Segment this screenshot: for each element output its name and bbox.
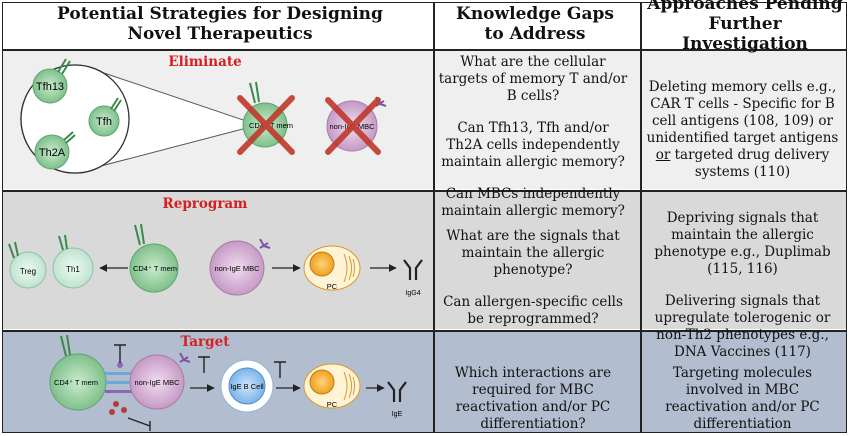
row-divider-header xyxy=(3,49,846,51)
svg-text:CD4⁺ T mem: CD4⁺ T mem xyxy=(54,378,98,387)
gaps-reprogram: What are the signals that maintain the a… xyxy=(438,228,628,328)
interaction-synapse xyxy=(105,362,135,415)
gap-text: Can allergen-specific cells be reprogram… xyxy=(443,294,623,327)
gap-text: Which interactions are required for MBC … xyxy=(454,365,612,432)
nonige-mbc-cell: non-IgE MBC xyxy=(209,238,271,296)
gaps-target: Which interactions are required for MBC … xyxy=(438,365,628,433)
inhibit-markers xyxy=(114,344,286,431)
nonige-mbc-crossed: non-IgE MBC xyxy=(325,96,387,155)
tfh-cell: Tfh xyxy=(88,97,122,137)
th2a-cell: Th2A xyxy=(34,131,76,170)
header-strategies: Potential Strategies for Designing Novel… xyxy=(57,4,383,44)
gap-text: What are the cellular targets of memory … xyxy=(438,54,628,104)
svg-text:Th2A: Th2A xyxy=(39,147,66,159)
approach-text: Targeting molecules involved in MBC reac… xyxy=(665,365,820,432)
svg-text:Tfh: Tfh xyxy=(96,116,112,128)
th1-cell: Th1 xyxy=(52,234,94,289)
approaches-target: Targeting molecules involved in MBC reac… xyxy=(645,365,840,433)
gaps-eliminate: What are the cellular targets of memory … xyxy=(438,54,628,220)
gap-text: Can Tfh13, Tfh and/or Th2A cells indepen… xyxy=(441,120,625,170)
svg-text:CD4⁺ T mem: CD4⁺ T mem xyxy=(133,264,177,273)
approach-text: Delivering signals that upregulate toler… xyxy=(654,293,831,360)
plasma-cell: PC xyxy=(303,363,361,409)
igg4-antibody: IgG4 xyxy=(403,259,423,297)
svg-text:Treg: Treg xyxy=(20,267,36,276)
cd4-tmem-cell: CD4⁺ T mem xyxy=(129,223,179,293)
svg-text:Tfh13: Tfh13 xyxy=(36,81,64,93)
svg-text:PC: PC xyxy=(327,282,338,291)
cross-mark xyxy=(237,95,295,155)
approach-text: Depriving signals that maintain the alle… xyxy=(654,210,831,277)
svg-text:IgG4: IgG4 xyxy=(405,290,420,297)
svg-text:non-IgE MBC: non-IgE MBC xyxy=(214,264,260,273)
col-divider-1 xyxy=(433,3,435,432)
ige-antibody: IgE xyxy=(387,381,407,418)
approaches-eliminate: Deleting memory cells e.g., CAR T cells … xyxy=(645,79,840,181)
approach-text: Deleting memory cells e.g., CAR T cells … xyxy=(646,79,839,180)
svg-text:IgE: IgE xyxy=(392,411,403,418)
plasma-cell: PC xyxy=(303,245,361,291)
row-divider-1 xyxy=(3,190,846,192)
label-target: Target xyxy=(180,334,230,350)
header-knowledge-gaps: Knowledge Gaps to Address xyxy=(456,4,614,44)
svg-text:PC: PC xyxy=(327,400,338,409)
gap-text: Can MBCs independently maintain allergic… xyxy=(441,186,625,219)
tfh13-cell: Tfh13 xyxy=(32,58,71,104)
header-approaches: Approaches Pending Further Investigation xyxy=(647,0,843,54)
cd4-tmem-crossed: CD4⁺ T mem xyxy=(237,81,295,155)
eliminate-illustration: Tfh13 Tfh Th2A CD4⁺ T mem non-IgE MBC xyxy=(8,58,423,431)
row-divider-2 xyxy=(3,330,846,332)
cross-mark xyxy=(325,97,381,155)
approaches-reprogram: Depriving signals that maintain the alle… xyxy=(645,210,840,361)
svg-text:non-IgE MBC: non-IgE MBC xyxy=(134,378,180,387)
treg-cell: Treg xyxy=(8,241,47,289)
svg-text:IgE B Cell: IgE B Cell xyxy=(230,382,264,391)
nonige-mbc-cell: non-IgE MBC xyxy=(129,352,191,410)
ige-b-cell: IgE B Cell xyxy=(220,359,274,413)
col-divider-2 xyxy=(640,3,642,432)
gap-text: What are the signals that maintain the a… xyxy=(446,228,620,278)
label-reprogram: Reprogram xyxy=(162,196,248,212)
svg-text:Th1: Th1 xyxy=(66,265,80,274)
label-eliminate: Eliminate xyxy=(168,54,242,70)
cd4-tmem-cell: CD4⁺ T mem xyxy=(49,334,107,411)
svg-text:CD4⁺ T mem: CD4⁺ T mem xyxy=(249,121,293,130)
